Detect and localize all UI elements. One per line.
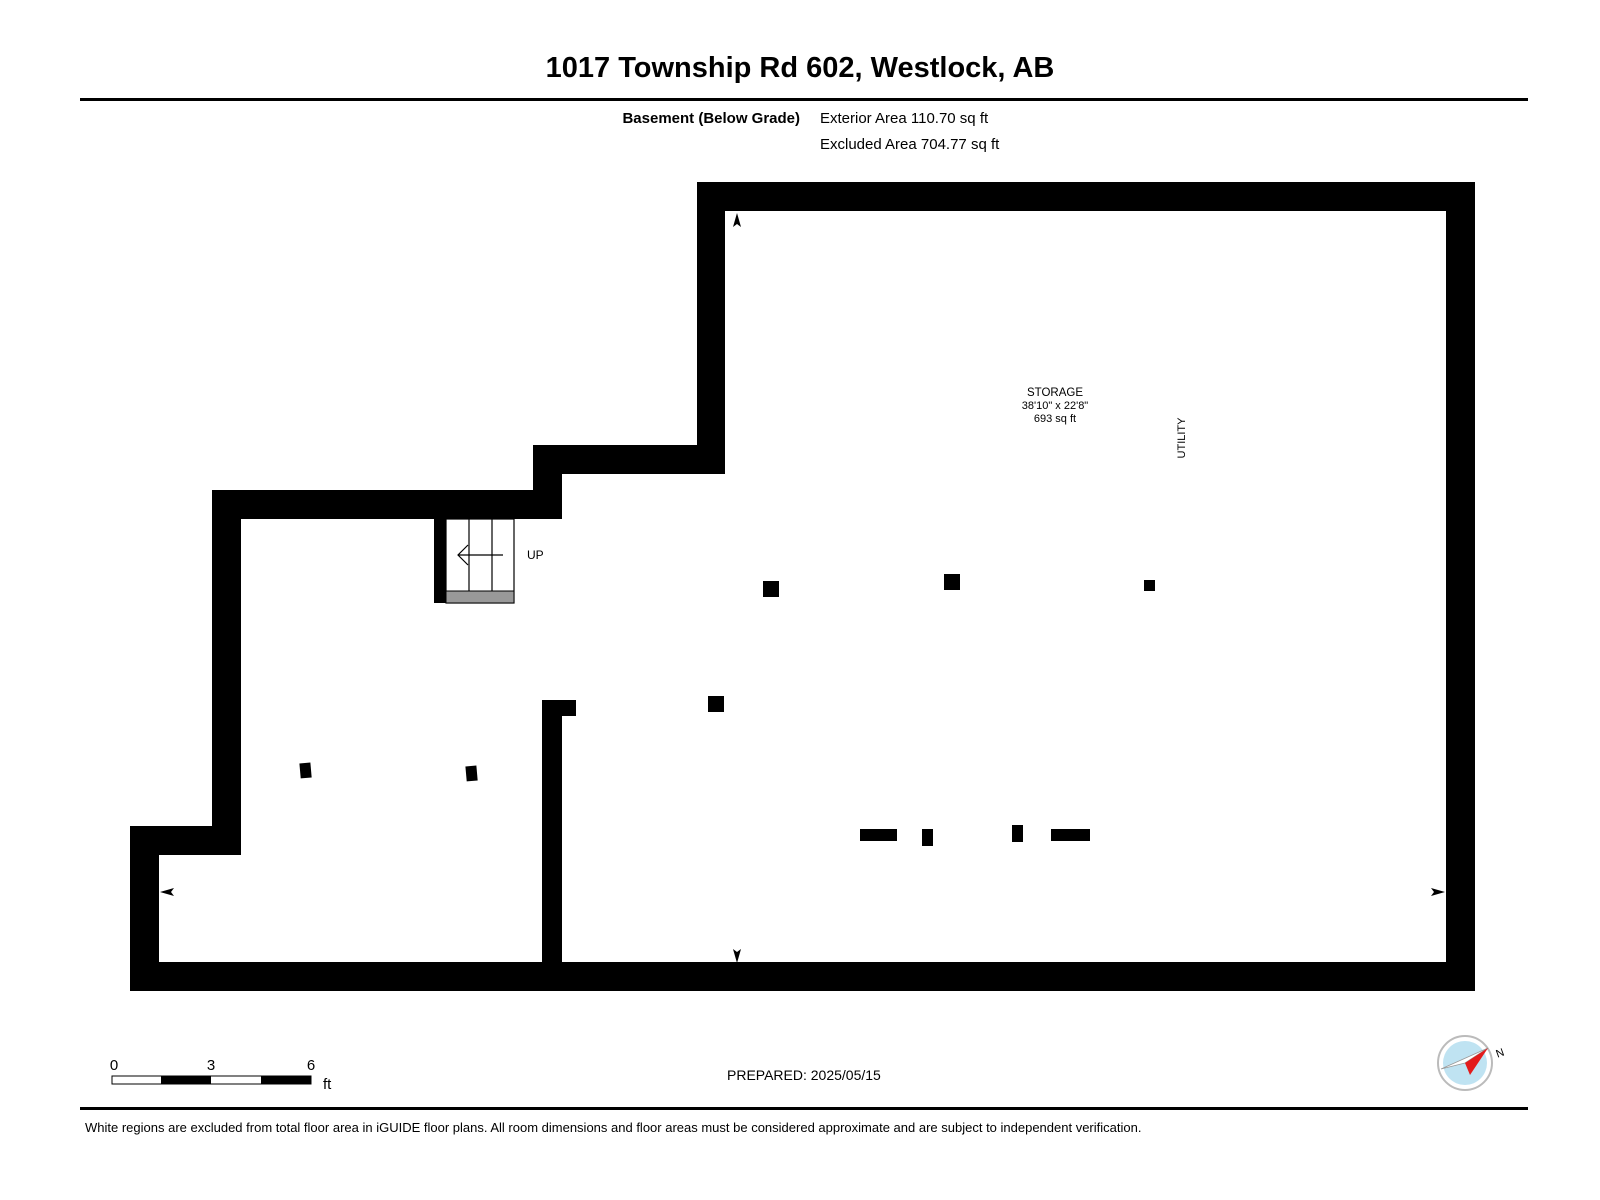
support-post	[1012, 825, 1023, 842]
room-area: 693 sq ft	[1034, 413, 1076, 425]
scale-tick-label: 3	[207, 1057, 215, 1074]
arrow-right-icon	[1431, 888, 1445, 896]
scale-tick-label: 0	[110, 1057, 118, 1074]
wall-segment	[860, 829, 897, 841]
disclaimer: White regions are excluded from total fl…	[85, 1120, 1142, 1135]
support-post	[944, 574, 960, 590]
arrow-down-icon	[733, 949, 741, 963]
header-rule	[80, 98, 1528, 101]
scale-bar: 0 3 6 ft	[110, 1057, 332, 1093]
page-title: 1017 Township Rd 602, Westlock, AB	[545, 52, 1055, 84]
room-name: STORAGE	[1027, 387, 1083, 399]
room-dimensions: 38'10" x 22'8"	[1022, 400, 1089, 412]
exterior-wall	[130, 182, 1475, 991]
stairs-label: UP	[527, 548, 544, 562]
scale-unit: ft	[323, 1076, 332, 1093]
support-post	[922, 829, 933, 846]
excluded-area: Excluded Area 704.77 sq ft	[820, 136, 1000, 153]
level-name: Basement (Below Grade)	[622, 110, 800, 127]
support-post	[708, 696, 724, 712]
stairs	[434, 518, 515, 604]
compass-icon: N	[1437, 1035, 1506, 1091]
arrow-up-icon	[733, 213, 741, 227]
compass-north-label: N	[1494, 1047, 1506, 1061]
wall-segment	[1051, 829, 1090, 841]
arrow-left-icon	[160, 888, 174, 896]
support-post	[763, 581, 779, 597]
scale-tick-label: 6	[307, 1057, 315, 1074]
partition-wall-return	[542, 700, 576, 716]
partition-wall	[542, 700, 562, 962]
prepared-date: PREPARED: 2025/05/15	[727, 1067, 881, 1083]
support-post	[1144, 580, 1155, 591]
exterior-area: Exterior Area 110.70 sq ft	[820, 110, 989, 127]
support-post	[465, 765, 478, 782]
support-post	[299, 762, 312, 779]
footer-rule	[80, 1107, 1528, 1110]
utility-label: UTILITY	[1176, 417, 1188, 459]
